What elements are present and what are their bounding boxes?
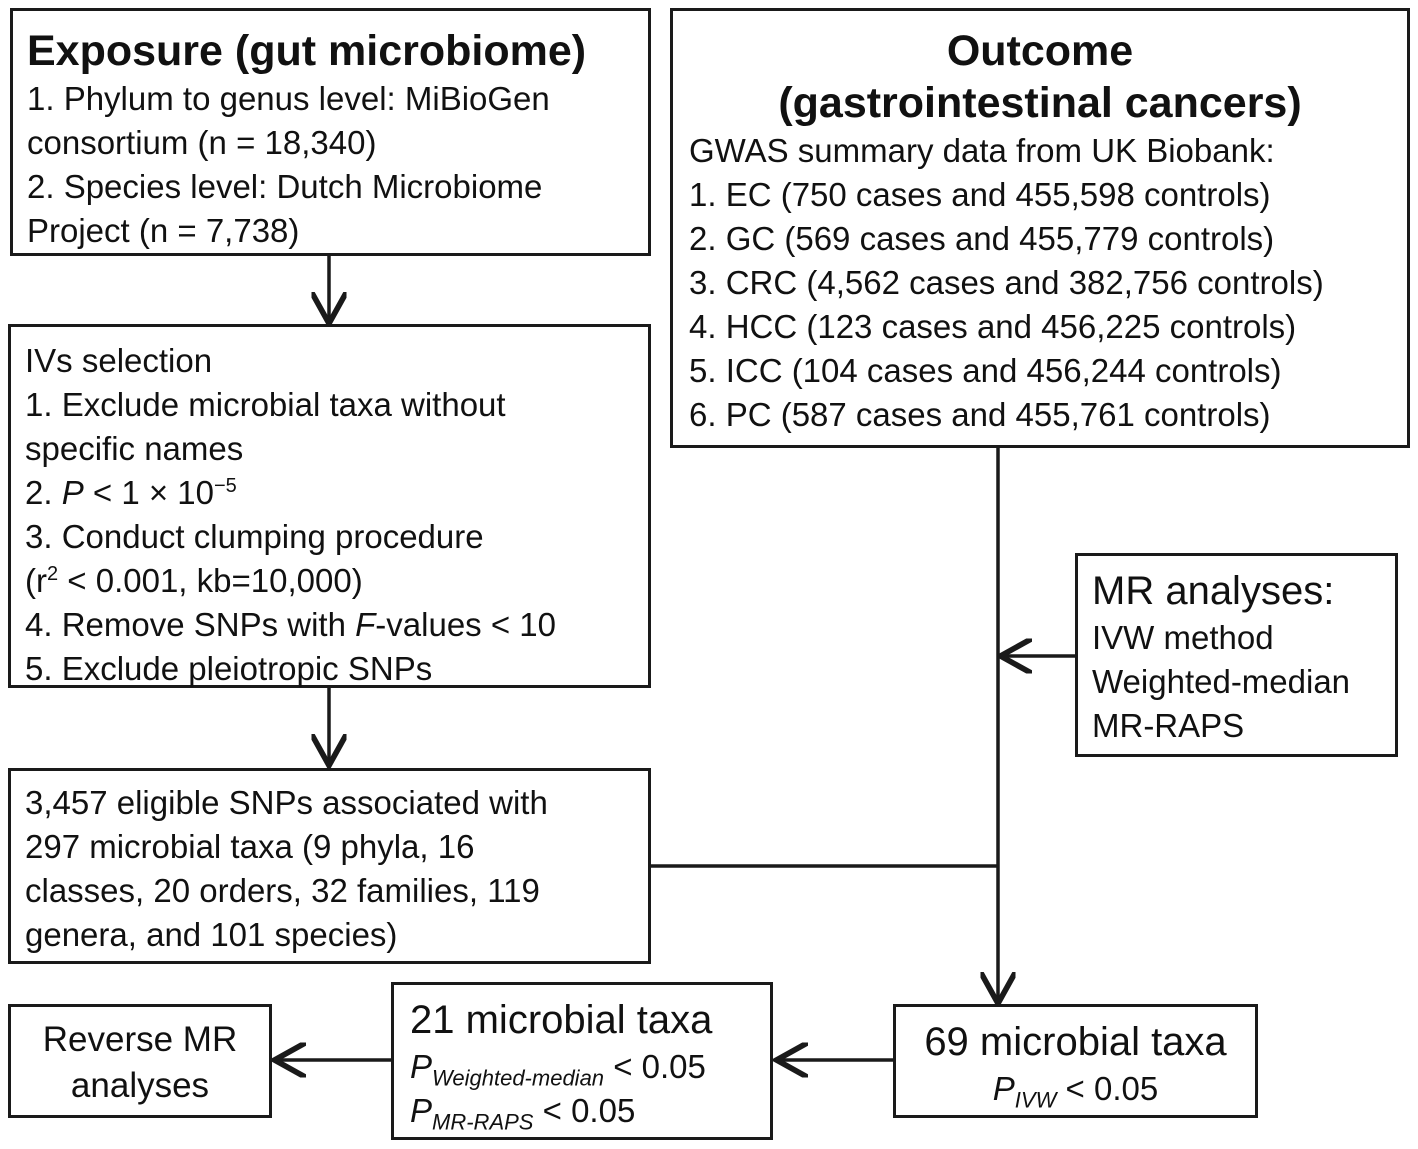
outcome-title-2: (gastrointestinal cancers) bbox=[778, 79, 1302, 127]
eligible-line-2: 297 microbial taxa (9 phyla, 16 bbox=[25, 828, 475, 865]
outcome-line-1: GWAS summary data from UK Biobank: bbox=[689, 132, 1275, 169]
ivs-heading: IVs selection bbox=[25, 342, 213, 379]
exposure-box: Exposure (gut microbiome) 1. Phylum to g… bbox=[10, 8, 651, 256]
outcome-line-7: 6. PC (587 cases and 455,761 controls) bbox=[689, 396, 1271, 433]
eligible-snps-box: 3,457 eligible SNPs associated with 297 … bbox=[8, 768, 651, 964]
eligible-line-3: classes, 20 orders, 32 families, 119 bbox=[25, 872, 540, 909]
mr-analyses-title: MR analyses: bbox=[1092, 569, 1335, 613]
reverse-mr-line-1: Reverse MR bbox=[42, 1020, 238, 1059]
ivs-selection-box: IVs selection 1. Exclude microbial taxa … bbox=[8, 324, 651, 688]
taxa-69-pvalue: PIVW < 0.05 bbox=[992, 1070, 1159, 1113]
outcome-line-2: 1. EC (750 cases and 455,598 controls) bbox=[689, 176, 1271, 213]
ivs-item-2: 2. P < 1 × 10−5 bbox=[25, 474, 237, 511]
ivs-item-3a: 3. Conduct clumping procedure bbox=[25, 518, 484, 555]
mr-method-weighted-median: Weighted-median bbox=[1092, 663, 1351, 700]
exposure-line-4: Project (n = 7,738) bbox=[27, 212, 300, 249]
reverse-mr-line-2: analyses bbox=[70, 1066, 210, 1105]
exposure-line-1: 1. Phylum to genus level: MiBioGen bbox=[27, 80, 550, 117]
outcome-title-1: Outcome bbox=[946, 27, 1134, 75]
taxa-21-pvalue-mr-raps: PMR-RAPS < 0.05 bbox=[410, 1092, 636, 1135]
ivs-item-5: 5. Exclude pleiotropic SNPs bbox=[25, 650, 433, 687]
outcome-line-3: 2. GC (569 cases and 455,779 controls) bbox=[689, 220, 1275, 257]
ivs-item-3b: (r2 < 0.001, kb=10,000) bbox=[25, 562, 363, 599]
taxa-21-title: 21 microbial taxa bbox=[410, 998, 713, 1042]
taxa-21-box: 21 microbial taxa PWeighted-median < 0.0… bbox=[391, 982, 773, 1140]
exposure-line-3: 2. Species level: Dutch Microbiome bbox=[27, 168, 543, 205]
ivs-item-1b: specific names bbox=[25, 430, 244, 467]
outcome-line-5: 4. HCC (123 cases and 456,225 controls) bbox=[689, 308, 1297, 345]
taxa-69-title: 69 microbial taxa bbox=[924, 1020, 1227, 1064]
ivs-item-1a: 1. Exclude microbial taxa without bbox=[25, 386, 506, 423]
mr-method-mr-raps: MR-RAPS bbox=[1092, 707, 1245, 744]
outcome-line-4: 3. CRC (4,562 cases and 382,756 controls… bbox=[689, 264, 1324, 301]
mr-analyses-box: MR analyses: IVW method Weighted-median … bbox=[1075, 553, 1398, 757]
exposure-line-2: consortium (n = 18,340) bbox=[27, 124, 377, 161]
taxa-21-pvalue-weighted-median: PWeighted-median < 0.05 bbox=[410, 1048, 706, 1091]
exposure-title: Exposure (gut microbiome) bbox=[27, 27, 587, 75]
outcome-box: Outcome (gastrointestinal cancers) GWAS … bbox=[670, 8, 1410, 448]
reverse-mr-box: Reverse MR analyses bbox=[8, 1004, 272, 1118]
mr-method-ivw: IVW method bbox=[1092, 619, 1274, 656]
eligible-line-1: 3,457 eligible SNPs associated with bbox=[25, 784, 548, 821]
taxa-69-box: 69 microbial taxa PIVW < 0.05 bbox=[893, 1004, 1258, 1118]
eligible-line-4: genera, and 101 species) bbox=[25, 916, 398, 953]
outcome-line-6: 5. ICC (104 cases and 456,244 controls) bbox=[689, 352, 1282, 389]
ivs-item-4: 4. Remove SNPs with F-values < 10 bbox=[25, 606, 556, 643]
